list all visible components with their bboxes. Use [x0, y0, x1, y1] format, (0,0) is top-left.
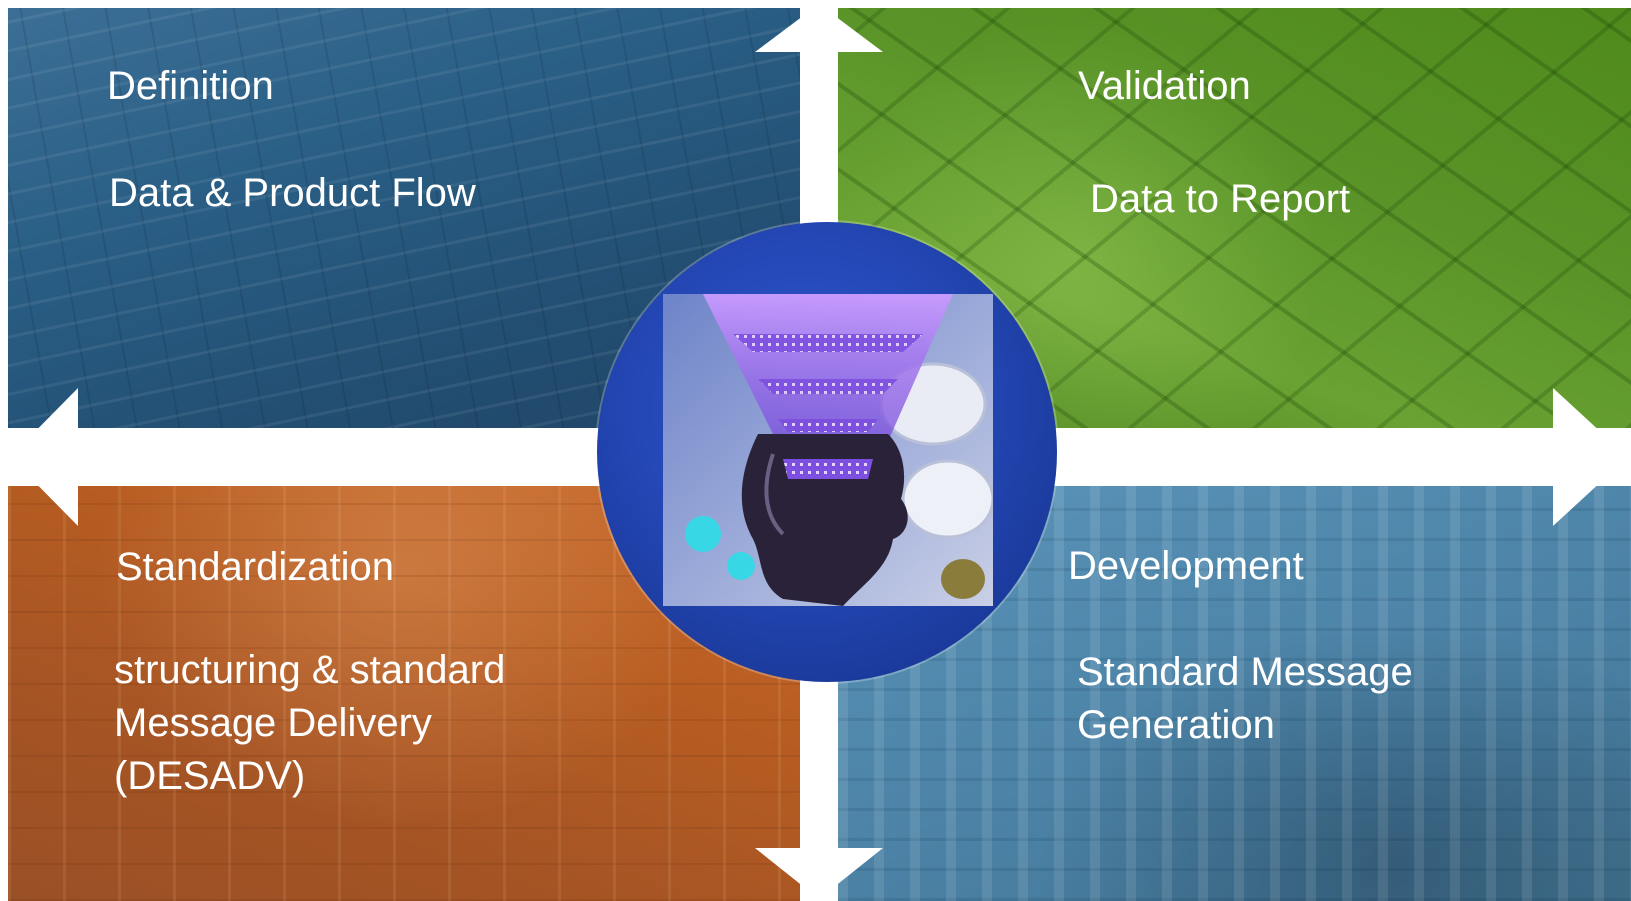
head-data-grid-icon [663, 294, 993, 606]
development-heading: Development [1068, 544, 1304, 588]
definition-body: Data & Product Flow [109, 171, 476, 215]
arrowhead-left [10, 388, 78, 526]
validation-heading: Validation [1078, 64, 1251, 108]
arrowhead-up [755, 4, 883, 52]
standardization-heading: Standardization [116, 545, 394, 589]
arrowhead-down [755, 848, 883, 899]
development-body: Standard Message Generation [1077, 650, 1413, 747]
validation-body: Data to Report [1090, 177, 1351, 221]
definition-heading: Definition [107, 64, 274, 108]
quadrant-definition [8, 8, 800, 428]
quadrant-standardization [8, 486, 800, 901]
arrowhead-right [1553, 388, 1628, 526]
standardization-body: structuring & standard Message Delivery … [114, 648, 506, 798]
